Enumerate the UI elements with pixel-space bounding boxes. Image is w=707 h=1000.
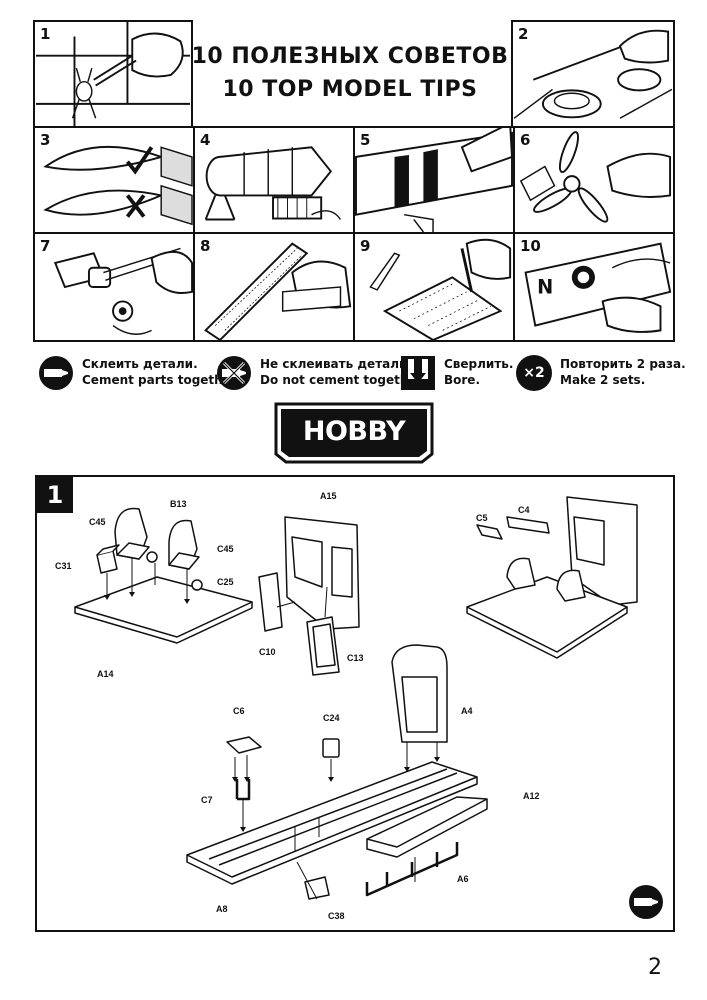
part-c5 bbox=[476, 524, 503, 540]
applying-decal-illustration: N bbox=[524, 242, 672, 333]
legend-label: Не склеивать детали. Do not cement toget… bbox=[260, 356, 425, 388]
legend-label-ru: Склеить детали. bbox=[82, 357, 198, 371]
tip-panel-3: 3 bbox=[33, 126, 195, 234]
page-number: 2 bbox=[648, 955, 662, 980]
legend-label-ru: Повторить 2 раза. bbox=[560, 357, 686, 371]
bracket-c38-part bbox=[304, 876, 330, 900]
legend-label: Повторить 2 раза. Make 2 sets. bbox=[560, 356, 686, 388]
part-label: A8 bbox=[216, 904, 228, 914]
assembled-bulkhead bbox=[566, 496, 638, 606]
part-label: C7 bbox=[201, 795, 213, 805]
drill-icon bbox=[401, 356, 435, 390]
part-label: A6 bbox=[457, 874, 469, 884]
tip-number: 10 bbox=[520, 237, 541, 255]
part-label: C25 bbox=[217, 577, 234, 587]
tip-number: 9 bbox=[360, 237, 371, 255]
part-label: C6 bbox=[233, 706, 245, 716]
legend-label-en: Do not cement together. bbox=[260, 373, 426, 387]
repeat-x2-icon: ×2 bbox=[516, 355, 552, 391]
glue-applicator-illustration bbox=[369, 238, 512, 340]
tip-panel-8: 8 bbox=[193, 232, 355, 342]
tip-panel-2: 2 bbox=[511, 20, 675, 128]
tip-number: 6 bbox=[520, 131, 531, 149]
part-label: C45 bbox=[89, 517, 106, 527]
tip-number: 3 bbox=[40, 131, 51, 149]
legend-label-ru: Не склеивать детали. bbox=[260, 357, 413, 371]
tweezers-decal-illustration bbox=[53, 247, 193, 335]
legend-label-en: Make 2 sets. bbox=[560, 373, 646, 387]
sanding-file-illustration bbox=[204, 242, 352, 340]
part-label: C31 bbox=[55, 561, 72, 571]
cylinder-c24-part bbox=[322, 738, 340, 758]
arrowheads bbox=[104, 592, 440, 832]
part-label: A14 bbox=[97, 669, 114, 679]
tip-panel-4: 4 bbox=[193, 126, 355, 234]
tip-number: 7 bbox=[40, 237, 51, 255]
box-c31-part bbox=[96, 550, 118, 574]
seat-back-a4-part bbox=[391, 644, 448, 743]
part-label: C5 bbox=[476, 513, 488, 523]
legend-label-en: Bore. bbox=[444, 373, 481, 387]
title-russian: 10 ПОЛЕЗНЫХ СОВЕТОВ bbox=[191, 44, 509, 69]
repeat-badge-text: ×2 bbox=[523, 365, 545, 381]
panel-c10-part bbox=[258, 572, 283, 632]
part-label: C38 bbox=[328, 911, 345, 921]
cement-tube-icon bbox=[629, 885, 663, 919]
propeller-illustration bbox=[519, 131, 672, 223]
engine-assembly-illustration bbox=[204, 146, 342, 221]
svg-text:N: N bbox=[537, 276, 553, 299]
part-label: A15 bbox=[320, 491, 337, 501]
part-label: C45 bbox=[217, 544, 234, 554]
part-label: B13 bbox=[170, 499, 187, 509]
tip-number: 4 bbox=[200, 131, 211, 149]
tip-panel-1: 1 bbox=[33, 20, 193, 128]
part-label: C13 bbox=[347, 653, 364, 663]
bracket-c7-part bbox=[235, 779, 251, 801]
legend-no-cement: Не склеивать детали. Do not cement toget… bbox=[216, 355, 425, 395]
knob-c25-part bbox=[191, 579, 203, 591]
tip-number: 2 bbox=[518, 25, 529, 43]
tip-number: 5 bbox=[360, 131, 371, 149]
sprue-cutting-illustration bbox=[35, 22, 191, 126]
assembly-arrows bbox=[106, 557, 438, 900]
no-cement-icon bbox=[217, 356, 251, 390]
step-1-panel: 1 bbox=[35, 475, 675, 932]
part-label: C10 bbox=[259, 647, 276, 657]
pad-c6-part bbox=[226, 736, 262, 754]
part-label: A4 bbox=[461, 706, 473, 716]
decal-stripes-illustration bbox=[355, 128, 513, 232]
tips-grid: 1 10 ПОЛЕЗНЫХ СОВЕТОВ 10 TOP MODEL TIPS … bbox=[33, 20, 675, 342]
legend-repeat: ×2 Повторить 2 раза. Make 2 sets. bbox=[516, 355, 686, 395]
tip-panel-9: 9 bbox=[353, 232, 515, 342]
logo-badge-shape bbox=[274, 402, 434, 464]
part-label: C24 bbox=[323, 713, 340, 723]
legend-label-ru: Сверлить. bbox=[444, 357, 514, 371]
tip-panel-7: 7 bbox=[33, 232, 195, 342]
tip-panel-10: 10 N bbox=[513, 232, 675, 342]
logo-text: HOBBY BOSS bbox=[302, 416, 406, 511]
cement-tube-icon bbox=[39, 356, 73, 390]
tip-number: 8 bbox=[200, 237, 211, 255]
page-title: 10 ПОЛЕЗНЫХ СОВЕТОВ 10 TOP MODEL TIPS bbox=[190, 40, 510, 106]
part-c4 bbox=[506, 516, 550, 534]
legend-cement: Склеить детали. Cement parts together. bbox=[38, 355, 240, 395]
knife-trimming-illustration bbox=[513, 29, 673, 119]
knob-b13-part bbox=[146, 551, 158, 563]
tip-number: 1 bbox=[40, 25, 51, 43]
step-1-assembly-diagram bbox=[74, 496, 638, 900]
tip-panel-6: 6 bbox=[513, 126, 675, 234]
title-english: 10 TOP MODEL TIPS bbox=[222, 77, 478, 102]
part-label: A12 bbox=[523, 791, 540, 801]
part-label: C4 bbox=[518, 505, 530, 515]
legend-drill: Сверлить. Bore. bbox=[400, 355, 513, 395]
step-number: 1 bbox=[37, 477, 73, 513]
tip-panel-5: 5 bbox=[353, 126, 515, 234]
legend-label: Сверлить. Bore. bbox=[444, 356, 513, 388]
correct-incorrect-cut-illustration bbox=[43, 145, 193, 226]
legend-label-en: Cement parts together. bbox=[82, 373, 240, 387]
legend-label: Склеить детали. Cement parts together. bbox=[82, 356, 240, 388]
brand-logo: HOBBY BOSS bbox=[272, 400, 436, 511]
